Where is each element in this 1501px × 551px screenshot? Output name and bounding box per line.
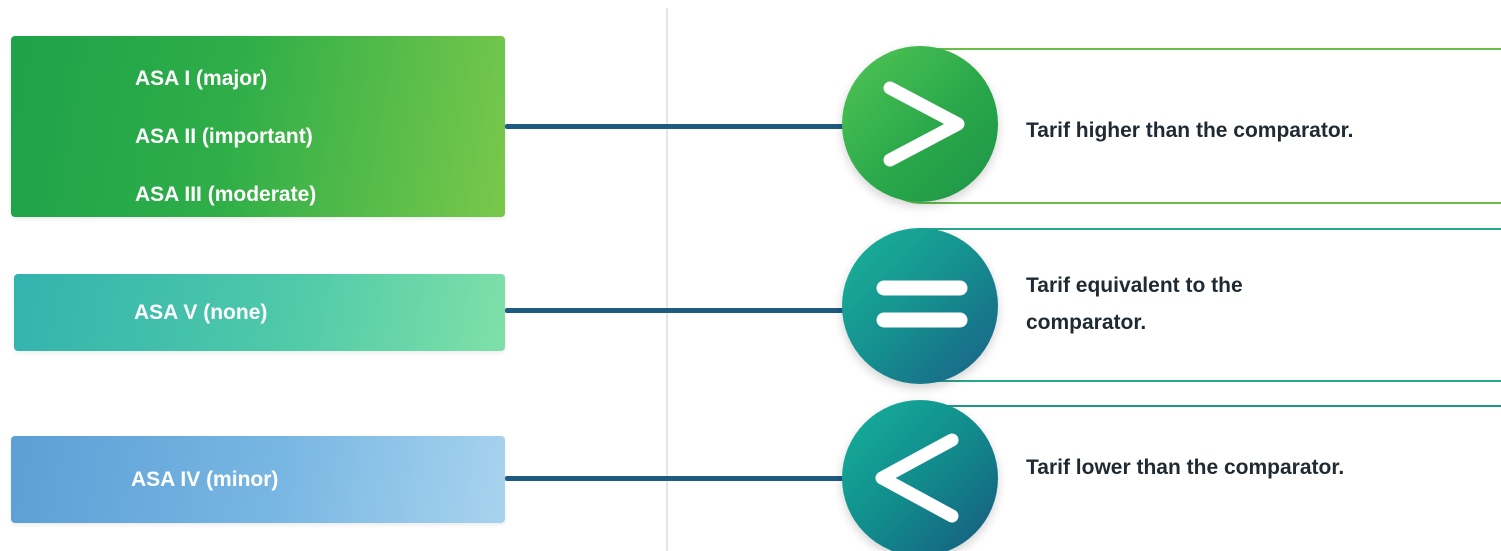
outcome-text-line: Tarif equivalent to the (1026, 274, 1243, 297)
asa-label: ASA V (none) (134, 300, 268, 324)
outcome-text-line: comparator. (1026, 311, 1147, 334)
connector-line-1 (505, 124, 845, 129)
outcome-text-equivalent: Tarif equivalent to the comparator. (1026, 267, 1243, 341)
asa-group-none: ASA V (none) (14, 274, 505, 351)
greater-than-icon (842, 46, 998, 202)
asa-label: ASA I (major) (135, 67, 268, 90)
connector-line-2 (505, 308, 845, 313)
asa-label: ASA II (important) (135, 125, 313, 148)
asa-label: ASA III (moderate) (135, 183, 317, 206)
equals-icon (842, 228, 998, 384)
connector-line-3 (505, 476, 845, 481)
outcome-text-lower: Tarif lower than the comparator. (1026, 456, 1345, 479)
asa-group-minor: ASA IV (minor) (11, 436, 505, 523)
vertical-divider (666, 8, 668, 551)
outcome-text-higher: Tarif higher than the comparator. (1026, 119, 1354, 142)
asa-group-major-important-moderate: ASA I (major) ASA II (important) ASA III… (11, 36, 505, 217)
asa-label: ASA IV (minor) (131, 467, 279, 491)
asa-group-1-labels: ASA I (major) ASA II (important) ASA III… (135, 67, 317, 206)
less-than-icon (842, 400, 998, 551)
